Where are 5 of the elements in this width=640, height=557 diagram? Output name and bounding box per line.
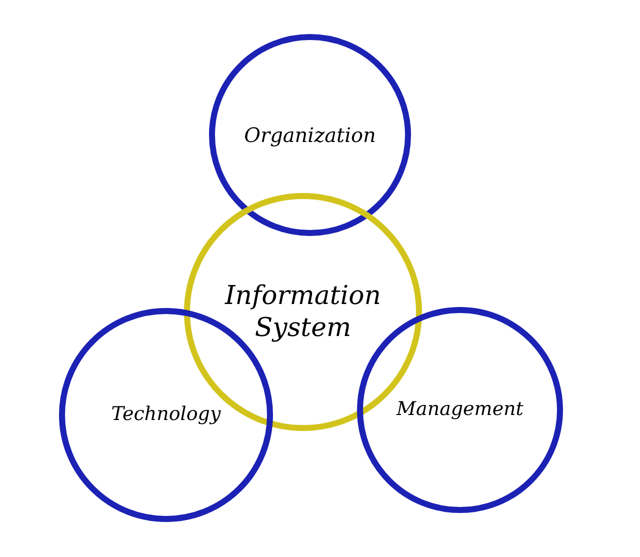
node-label: Information System — [224, 280, 382, 344]
node-label: Organization — [244, 122, 376, 148]
node-label: Management — [396, 398, 524, 422]
node-label: Technology — [111, 403, 221, 427]
circle-outline — [208, 33, 412, 237]
